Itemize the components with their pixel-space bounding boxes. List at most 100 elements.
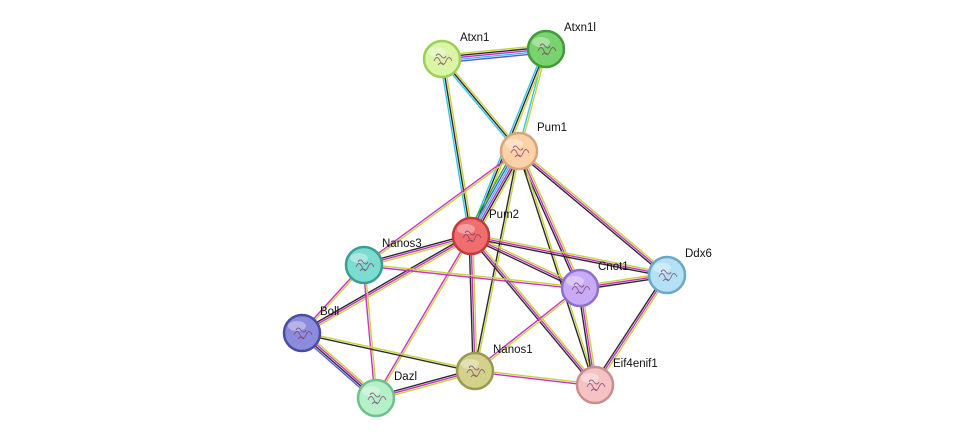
node-pum2[interactable]: Pum2 bbox=[451, 209, 519, 256]
node-nanos3[interactable]: Nanos3 bbox=[344, 238, 422, 285]
node-circle-atxn1[interactable] bbox=[422, 39, 462, 79]
node-circle-atxn1l[interactable] bbox=[526, 29, 566, 69]
node-highlight bbox=[566, 276, 584, 286]
edge-pum1-eif4enif1[interactable] bbox=[517, 150, 597, 386]
edge-pum1-ddx6[interactable] bbox=[517, 148, 669, 278]
node-cnot1[interactable]: Cnot1 bbox=[560, 261, 629, 308]
edge-evidence-text-mining bbox=[363, 263, 581, 288]
edge-evidence-text-mining bbox=[471, 233, 582, 287]
node-highlight bbox=[457, 224, 475, 234]
protein-structure-icon bbox=[586, 379, 606, 392]
edge-evidence-coexpression bbox=[469, 237, 580, 291]
edge-evidence-text-mining bbox=[470, 233, 669, 274]
node-label-dazl: Dazl bbox=[394, 371, 417, 383]
edge-evidence-databases bbox=[439, 58, 470, 238]
edge-pum1-nanos3[interactable] bbox=[362, 149, 521, 267]
node-atxn1l[interactable]: Atxn1l bbox=[526, 22, 596, 69]
node-eif4enif1[interactable]: Eif4enif1 bbox=[575, 358, 658, 405]
edge-evidence-coexpression bbox=[468, 235, 474, 372]
node-label-ddx6: Ddx6 bbox=[685, 248, 712, 260]
node-boll[interactable]: Boll bbox=[282, 306, 339, 353]
node-circle-boll[interactable] bbox=[282, 313, 322, 353]
edge-nanos1-eif4enif1[interactable] bbox=[474, 369, 596, 387]
edge-evidence-coexpression bbox=[441, 58, 520, 152]
edge-evidence-text-mining bbox=[519, 150, 597, 386]
edge-evidence-text-mining bbox=[363, 151, 521, 267]
node-highlight bbox=[653, 263, 671, 273]
edge-evidence-coexpression bbox=[517, 151, 667, 278]
edge-pum2-ddx6[interactable] bbox=[469, 233, 669, 278]
edge-ddx6-eif4enif1[interactable] bbox=[592, 273, 670, 387]
node-highlight bbox=[532, 37, 550, 47]
edge-evidence-coexpression bbox=[441, 58, 472, 237]
edge-boll-nanos1[interactable] bbox=[301, 331, 476, 373]
edge-evidence-experiments bbox=[301, 235, 472, 334]
edge-evidence-coexpression bbox=[468, 236, 595, 387]
edge-evidence-databases bbox=[439, 59, 519, 153]
node-dazl[interactable]: Dazl bbox=[356, 371, 417, 418]
node-label-nanos3: Nanos3 bbox=[382, 238, 422, 250]
node-pum1[interactable]: Pum1 bbox=[499, 122, 567, 171]
node-circle-pum1[interactable] bbox=[499, 131, 539, 171]
edge-evidence-text-mining bbox=[472, 235, 478, 372]
protein-structure-icon bbox=[537, 43, 557, 56]
node-circle-nanos1[interactable] bbox=[455, 351, 495, 391]
edge-evidence-text-mining bbox=[595, 275, 670, 387]
node-label-boll: Boll bbox=[320, 306, 339, 318]
node-highlight bbox=[288, 321, 306, 331]
edge-pum2-boll[interactable] bbox=[300, 233, 473, 336]
edge-atxn1-pum2[interactable] bbox=[439, 57, 474, 238]
protein-structure-icon bbox=[367, 392, 387, 405]
node-circle-nanos3[interactable] bbox=[344, 245, 384, 285]
edge-evidence-text-mining bbox=[474, 369, 596, 385]
edge-evidence-text-mining bbox=[364, 264, 378, 399]
edge-nanos3-dazl[interactable] bbox=[362, 264, 378, 399]
edge-pum2-dazl[interactable] bbox=[374, 234, 473, 400]
edge-evidence-text-mining bbox=[442, 57, 522, 151]
protein-structure-icon bbox=[466, 365, 486, 378]
node-nanos1[interactable]: Nanos1 bbox=[455, 344, 533, 391]
node-highlight bbox=[362, 386, 380, 396]
node-label-cnot1: Cnot1 bbox=[598, 261, 629, 273]
node-circle-eif4enif1[interactable] bbox=[575, 365, 615, 405]
protein-structure-icon bbox=[658, 269, 678, 282]
edge-evidence-text-mining bbox=[474, 288, 582, 373]
node-circle-cnot1[interactable] bbox=[560, 268, 600, 308]
node-circle-dazl[interactable] bbox=[356, 378, 396, 418]
edge-evidence-experiments bbox=[363, 265, 581, 290]
node-circle-pum2[interactable] bbox=[451, 216, 491, 256]
edge-evidence-experiments bbox=[470, 235, 668, 276]
edge-evidence-coexpression bbox=[300, 233, 471, 333]
edge-evidence-coexpression bbox=[517, 150, 595, 386]
node-highlight bbox=[581, 373, 599, 383]
node-label-eif4enif1: Eif4enif1 bbox=[613, 358, 658, 370]
edge-evidence-experiments bbox=[470, 235, 596, 386]
edge-evidence-experiments bbox=[473, 286, 581, 371]
node-label-atxn1: Atxn1 bbox=[460, 32, 489, 44]
node-highlight bbox=[505, 139, 523, 149]
edge-evidence-text-mining bbox=[443, 57, 474, 237]
protein-structure-icon bbox=[510, 145, 530, 158]
edge-evidence-experiments bbox=[518, 150, 668, 276]
edge-evidence-text-mining bbox=[302, 236, 473, 336]
protein-structure-icon bbox=[355, 259, 375, 272]
edge-pum2-cnot1[interactable] bbox=[469, 233, 582, 291]
edge-evidence-text-mining bbox=[376, 235, 473, 400]
edge-pum2-nanos1[interactable] bbox=[468, 235, 478, 372]
protein-structure-icon bbox=[433, 53, 453, 66]
edge-nanos3-cnot1[interactable] bbox=[363, 263, 581, 290]
edge-pum1-nanos1[interactable] bbox=[473, 150, 521, 372]
node-circle-ddx6[interactable] bbox=[647, 255, 687, 295]
node-label-pum2: Pum2 bbox=[489, 209, 519, 221]
node-label-pum1: Pum1 bbox=[537, 122, 567, 134]
protein-structure-icon bbox=[293, 327, 313, 340]
node-ddx6[interactable]: Ddx6 bbox=[647, 248, 712, 295]
edge-pum2-eif4enif1[interactable] bbox=[468, 234, 598, 387]
edge-evidence-experiments bbox=[470, 235, 476, 372]
edge-cnot1-nanos1[interactable] bbox=[473, 286, 582, 373]
edge-evidence-text-mining bbox=[471, 234, 598, 385]
edge-atxn1-pum1[interactable] bbox=[439, 57, 522, 153]
edge-evidence-experiments bbox=[362, 264, 376, 399]
node-atxn1[interactable]: Atxn1 bbox=[422, 32, 489, 79]
